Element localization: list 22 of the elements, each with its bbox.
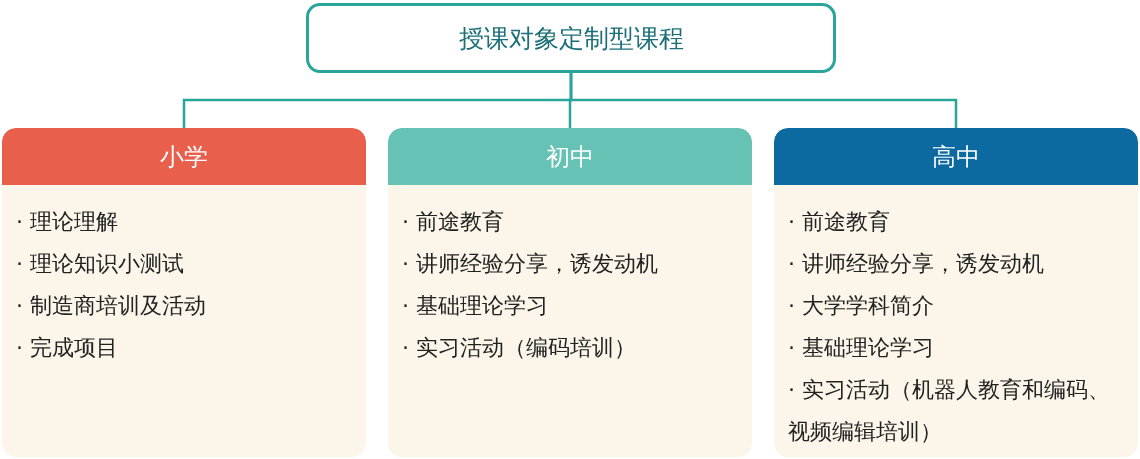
title-box <box>306 3 836 73</box>
list-item: · 理论理解 <box>15 208 119 236</box>
list-item: · 制造商培训及活动 <box>15 292 207 320</box>
list-item: · 基础理论学习 <box>401 292 549 320</box>
list-item: · 前途教育 <box>401 208 505 236</box>
list-item: · 讲师经验分享，诱发动机 <box>787 250 1045 278</box>
list-item: · 实习活动（机器人教育和编码、视频编辑培训） <box>787 376 1111 446</box>
card-header: 初中 <box>388 128 752 185</box>
list-item: · 完成项目 <box>15 334 119 362</box>
title-text: 授课对象定制型课程 <box>458 22 684 55</box>
list-item: · 基础理论学习 <box>787 334 935 362</box>
card <box>774 128 1138 457</box>
card <box>388 128 752 457</box>
list-item: · 理论知识小测试 <box>15 250 185 278</box>
card-header: 高中 <box>774 128 1138 185</box>
list-item: · 实习活动（编码培训） <box>401 334 637 362</box>
list-item: · 前途教育 <box>787 208 891 236</box>
list-item: · 大学学科简介 <box>787 292 935 320</box>
card-header: 小学 <box>2 128 366 185</box>
card <box>2 128 366 457</box>
list-item: · 讲师经验分享，诱发动机 <box>401 250 659 278</box>
connector-line <box>569 73 958 128</box>
